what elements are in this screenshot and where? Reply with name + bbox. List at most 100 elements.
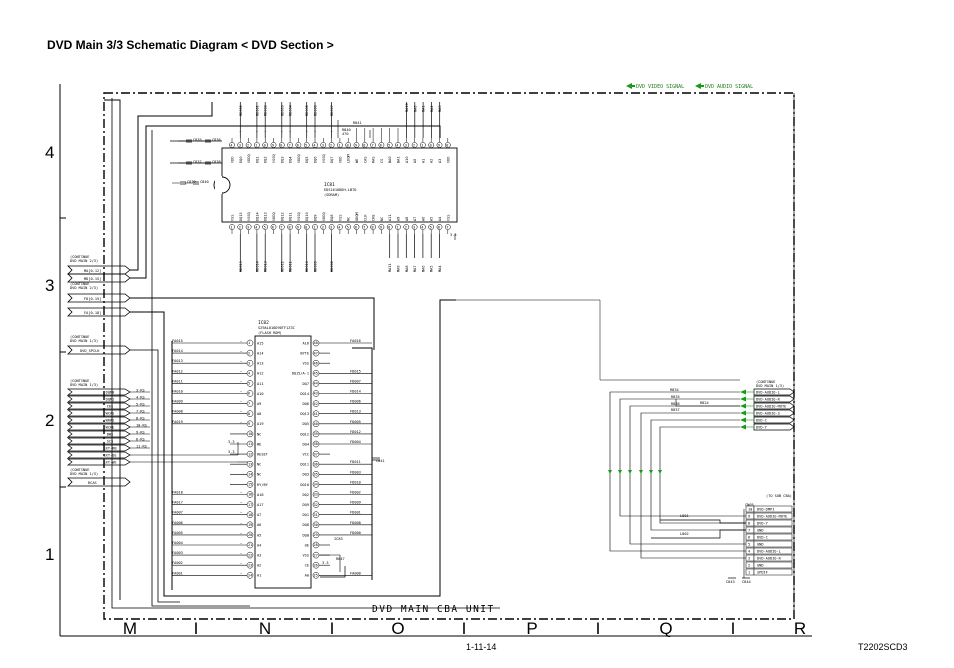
c5-sig-WCKE: WCKE xyxy=(106,425,115,429)
part-C841: C841 xyxy=(376,459,385,463)
av-route xyxy=(640,412,746,559)
vcc-label: 3.3 xyxy=(228,440,235,444)
net-MA4: MA4 xyxy=(438,266,442,273)
pin-number: 6 xyxy=(355,225,357,229)
pin-circle xyxy=(295,142,302,148)
ic82-left-pin-WE: WE xyxy=(257,442,261,446)
part-C839: C839 xyxy=(187,180,196,184)
pin-number: 6 xyxy=(272,225,274,229)
ic81-top-pin-BA0: BA0 xyxy=(388,157,392,164)
series-res: ~ xyxy=(240,370,243,374)
spare xyxy=(456,299,740,381)
series-res: ~ xyxy=(240,552,243,556)
net-MA6: MA6 xyxy=(421,266,425,273)
pin-number: 25 xyxy=(314,574,318,578)
signal-arrow xyxy=(649,470,653,474)
pin-circle xyxy=(328,142,335,148)
pin-circle xyxy=(278,142,285,148)
pin-number: 7 xyxy=(363,225,365,229)
pin-circle xyxy=(245,224,252,230)
ic81-top-pin-VDD: VDD xyxy=(446,157,450,164)
net-FD001: FD001 xyxy=(350,511,361,515)
net-FD000: FD000 xyxy=(350,531,361,535)
inner-bus xyxy=(151,130,250,607)
net-rs: 7-RS xyxy=(136,409,145,413)
pin-number: 3 xyxy=(239,143,241,147)
col-label-Q-8: Q xyxy=(659,619,672,638)
signal-arrow xyxy=(740,410,746,416)
pin-circle xyxy=(320,224,327,230)
pin-circle xyxy=(436,142,443,148)
pin-circle xyxy=(270,224,277,230)
series-res: ~ xyxy=(331,130,334,134)
ic82-left-pin-A13: A13 xyxy=(257,362,264,366)
net-MA0: MA0 xyxy=(413,106,417,113)
ic81-part: EDS1616DDH-LB7D xyxy=(324,188,356,192)
pin-number: 7 xyxy=(289,143,291,147)
ic81-bot-pin-DQ9: DQ9 xyxy=(314,215,318,222)
pin-number: 4 xyxy=(255,225,257,229)
ic81-top-pin-DQ6: DQ6 xyxy=(314,157,318,164)
series-res: ~ xyxy=(256,130,259,134)
av-route xyxy=(659,426,746,524)
pin-circle xyxy=(444,142,451,148)
pin-number: 38 xyxy=(314,442,318,446)
c5-line1: (CONTINUE xyxy=(70,379,89,383)
net-MA11: MA11 xyxy=(388,263,392,272)
pin-number: 1 xyxy=(396,225,398,229)
ic82-right-pin-OE: OE xyxy=(305,543,309,547)
net-MA8: MA8 xyxy=(405,266,409,273)
pin-circle xyxy=(420,224,426,230)
ic81-bot-pin-A4: A4 xyxy=(438,217,442,221)
vcc-label: 3.3 xyxy=(322,561,329,565)
net-MD004: MD004 xyxy=(289,105,293,116)
ic82-left-pin-A8: A8 xyxy=(257,412,261,416)
c4-line1: (CONTINUE xyxy=(70,335,89,339)
spclk xyxy=(130,349,180,603)
ic82-right-pin-BYTE: BYTE xyxy=(300,352,309,356)
pin-number: 13 xyxy=(248,462,252,466)
ic82-part: S29AL016D90TF1Z3C xyxy=(258,326,295,330)
c5-box xyxy=(66,395,131,403)
pin-number: 19 xyxy=(248,523,252,527)
c8-ref: CN05 xyxy=(745,503,754,507)
c6-line1: (CONTINUE xyxy=(70,468,89,472)
part-R837: R837 xyxy=(671,408,680,412)
net-FA012: FA012 xyxy=(172,369,183,373)
ic81-bot-pin-DQ8: DQ8 xyxy=(330,215,334,222)
ic81-bot-pin-A5: A5 xyxy=(430,217,434,221)
net-FD014: FD014 xyxy=(350,390,361,394)
ic81-bot-pin-VSSQ: VSSQ xyxy=(297,212,301,221)
pin-circle xyxy=(254,224,260,230)
c8-label-box xyxy=(753,526,793,534)
pin-circle xyxy=(312,142,318,148)
ic81-bot-pin-NC: NC xyxy=(347,217,351,221)
net-MA5: MA5 xyxy=(430,266,434,273)
pin-number: 20 xyxy=(248,533,252,537)
md-bus xyxy=(130,125,441,279)
c5-sig-CKE: CKE xyxy=(107,404,114,408)
net-MD000: MD000 xyxy=(239,105,243,116)
pin-number: 8 xyxy=(363,143,365,147)
pin-number: 9 xyxy=(272,143,274,147)
c7-box xyxy=(753,402,795,410)
c8-sig-0: DVD-DMPI xyxy=(757,507,774,511)
c7-sig-2: DVD-AUDIO-MUTE xyxy=(756,404,786,408)
net-FA006: FA006 xyxy=(172,521,183,525)
signal-arrow xyxy=(639,470,643,474)
pin-number: 5 xyxy=(347,225,349,229)
ic81-bot-pin-VDDQ: VDDQ xyxy=(322,212,326,221)
ic81-top-pin-A10: A10 xyxy=(405,157,409,164)
series-res: ~ xyxy=(240,410,243,414)
ic82-right-pin-VSS: VSS xyxy=(303,362,310,366)
ic81-top-pin-WE: WE xyxy=(355,159,359,163)
pin-number: 23 xyxy=(248,563,252,567)
pin-number: 22 xyxy=(248,553,252,557)
ic82-right-pin-DQ12: DQ12 xyxy=(300,432,309,436)
ic82-right-pin-DQ10: DQ10 xyxy=(300,483,309,487)
part-C837: C837 xyxy=(193,160,202,164)
pin-number: 0 xyxy=(347,143,349,147)
page-title: DVD Main 3/3 Schematic Diagram < DVD Sec… xyxy=(47,38,334,52)
